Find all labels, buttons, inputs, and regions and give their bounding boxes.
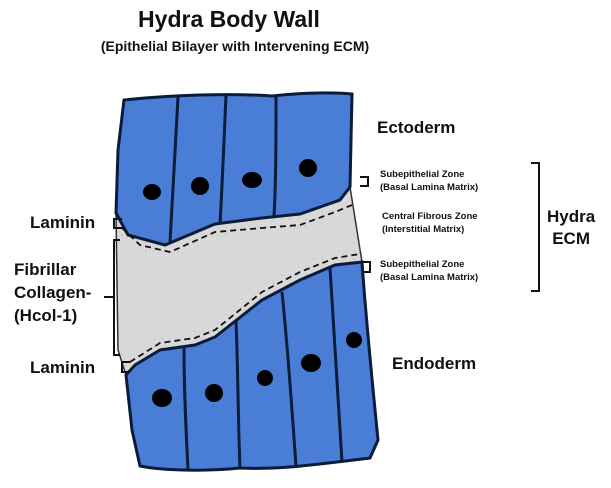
central-fibrous-zone-label: Central Fibrous Zone (Interstitial Matri… <box>382 210 478 236</box>
fibrillar-collagen-line-3: (Hcol-1) <box>14 304 91 327</box>
nucleus <box>191 177 209 195</box>
nucleus <box>301 354 321 372</box>
hydra-ecm-line-2: ECM <box>547 228 595 250</box>
central-fibrous-zone-line-2: (Interstitial Matrix) <box>382 223 478 236</box>
fibrillar-collagen-line-2: Collagen- <box>14 281 91 304</box>
subepithelial-zone-bottom-label: Subepithelial Zone (Basal Lamina Matrix) <box>380 258 478 284</box>
nucleus <box>299 159 317 177</box>
subepithelial-zone-top-line-1: Subepithelial Zone <box>380 168 478 181</box>
laminin-top-label: Laminin <box>30 213 95 233</box>
nucleus <box>257 370 273 386</box>
hydra-ecm-line-1: Hydra <box>547 206 595 228</box>
subepithelial-zone-top-label: Subepithelial Zone (Basal Lamina Matrix) <box>380 168 478 194</box>
subepithelial-zone-bottom-line-2: (Basal Lamina Matrix) <box>380 271 478 284</box>
nucleus <box>346 332 362 348</box>
nucleus <box>205 384 223 402</box>
central-fibrous-zone-line-1: Central Fibrous Zone <box>382 210 478 223</box>
subepithelial-zone-top-line-2: (Basal Lamina Matrix) <box>380 181 478 194</box>
nucleus <box>152 389 172 407</box>
fibrillar-collagen-label: Fibrillar Collagen- (Hcol-1) <box>14 258 91 327</box>
nucleus <box>143 184 161 200</box>
subepithelial-top-bracket <box>360 177 368 186</box>
subepithelial-zone-bottom-line-1: Subepithelial Zone <box>380 258 478 271</box>
laminin-bottom-label: Laminin <box>30 358 95 378</box>
hydra-ecm-bracket <box>531 163 539 291</box>
ectoderm-label: Ectoderm <box>377 118 455 138</box>
fibrillar-collagen-line-1: Fibrillar <box>14 258 91 281</box>
endoderm-label: Endoderm <box>392 354 476 374</box>
hydra-ecm-label: Hydra ECM <box>547 206 595 250</box>
nucleus <box>242 172 262 188</box>
